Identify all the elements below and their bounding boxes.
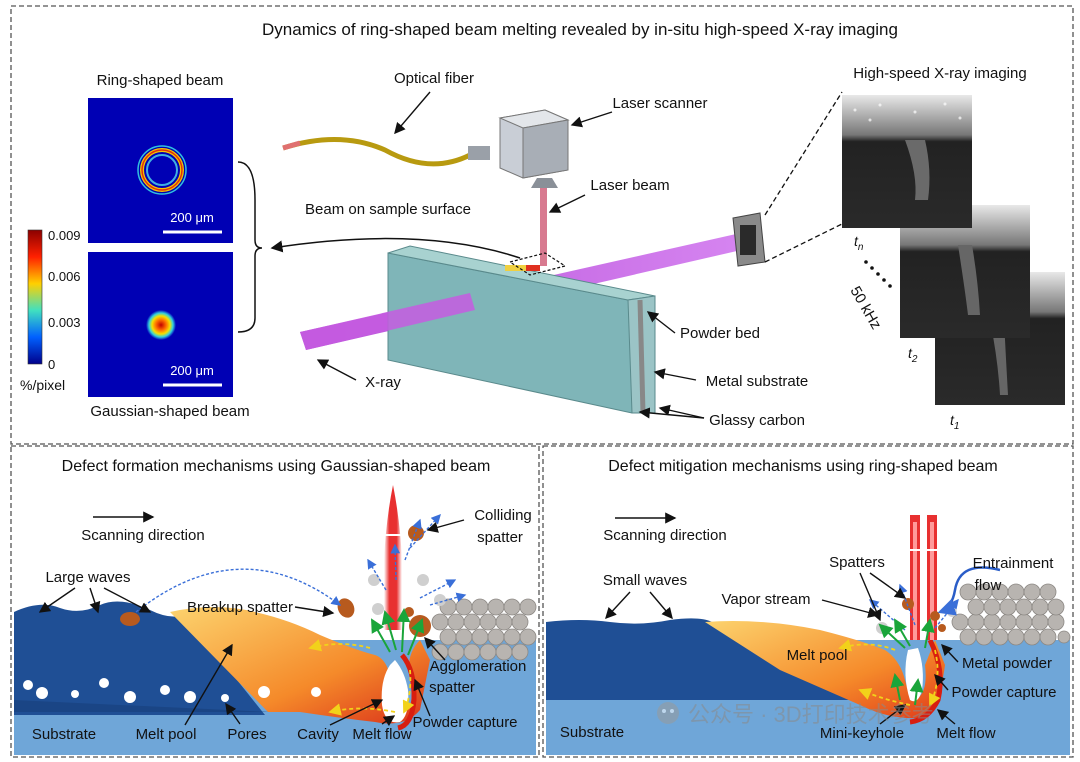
bottom-right-border (542, 445, 1074, 758)
frame-t1-label: t1 (950, 412, 959, 432)
laser-beam-label: Laser beam (590, 177, 669, 194)
bottom-right-panel: Defect mitigation mechanisms using ring-… (542, 445, 1074, 758)
metal-powder-label: Metal powder (962, 655, 1052, 672)
bottom-left-title: Defect formation mechanisms using Gaussi… (62, 458, 491, 475)
gauss-scale-bar-label: 200 μm (170, 363, 214, 378)
frame-dots (864, 260, 892, 288)
optical-fiber (282, 136, 472, 167)
beam-on-surface-label: Beam on sample surface (305, 201, 471, 218)
left-wave-deep (14, 700, 270, 712)
laser-beam (540, 188, 547, 266)
breakup-spatter-label: Breakup spatter (187, 599, 293, 616)
left-vapor-arrows (367, 513, 467, 606)
left-cavity (381, 660, 409, 723)
bottom-left-panel: Defect formation mechanisms using Gaussi… (10, 445, 540, 758)
xray-label: X-ray (365, 374, 401, 391)
frame-tn-label: tn (854, 233, 864, 253)
ring-beam-image (88, 98, 233, 243)
entrainment-label-2: flow (975, 577, 1002, 594)
glassy-carbon-label: Glassy carbon (709, 412, 805, 429)
colorbar-unit: %/pixel (20, 377, 65, 393)
colorbar-tick-0: 0.009 (48, 228, 81, 243)
left-laser-beam (384, 485, 402, 630)
laser-scanner-label: Laser scanner (612, 95, 707, 112)
bottom-left-border (10, 445, 540, 758)
right-melt-pool-label: Melt pool (787, 647, 848, 664)
small-waves-label: Small waves (603, 572, 687, 589)
watermark-text: 公众号 · 3D打印技术参考 (688, 702, 934, 727)
colorbar-tick-3: 0 (48, 357, 55, 372)
left-powder-capture-label: Powder capture (412, 714, 517, 731)
colorbar (27, 229, 43, 365)
frame-rate-label: 50 kHz (847, 284, 885, 333)
left-melt-flow-label: Melt flow (352, 726, 411, 743)
right-powder-bed (951, 583, 1071, 646)
gaussian-beam-label: Gaussian-shaped beam (90, 403, 249, 420)
colorbar-tick-1: 0.006 (48, 269, 81, 284)
frame-tn-speckle (853, 102, 962, 122)
pores-label: Pores (227, 726, 266, 743)
xray-imaging-label: High-speed X-ray imaging (853, 65, 1026, 82)
colliding-spatter-label-2: spatter (477, 529, 523, 546)
left-pores (23, 678, 321, 703)
right-substrate-label: Substrate (560, 724, 624, 741)
entrainment-flow-arrow (937, 566, 1001, 616)
entrainment-label-1: Entrainment (973, 555, 1055, 572)
agglomeration-label-2: spatter (429, 679, 475, 696)
optical-fiber-label: Optical fiber (394, 70, 474, 87)
agglomeration-label-1: Agglomeration (430, 658, 527, 675)
left-melt-pool-label: Melt pool (136, 726, 197, 743)
xray-frame-tn (842, 95, 972, 228)
left-melt-pool (170, 607, 430, 724)
cavity-label: Cavity (297, 726, 339, 743)
metal-substrate-label: Metal substrate (706, 373, 809, 390)
large-waves-label: Large waves (45, 569, 130, 586)
beam-surface-arrow (270, 237, 521, 259)
bottom-right-title: Defect mitigation mechanisms using ring-… (608, 458, 998, 475)
ring-scale-bar-label: 200 μm (170, 210, 214, 225)
colorbar-tick-2: 0.003 (48, 315, 81, 330)
right-melt-pool (705, 621, 945, 719)
left-scanning-direction: Scanning direction (81, 527, 204, 544)
left-green-arrows (371, 608, 425, 656)
mini-keyhole-label: Mini-keyhole (820, 725, 904, 742)
beam-bracket (237, 161, 263, 333)
left-substrate-label: Substrate (32, 726, 96, 743)
top-panel-title: Dynamics of ring-shaped beam melting rev… (262, 20, 898, 39)
spatters-label: Spatters (829, 554, 885, 571)
wechat-icon (657, 702, 679, 724)
ring-beam-label: Ring-shaped beam (97, 72, 224, 89)
right-green-arrows (878, 618, 935, 706)
frame-t2-label: t2 (908, 345, 918, 365)
left-wave-layer (14, 601, 265, 715)
powder-bed-label: Powder bed (680, 325, 760, 342)
right-laser-beam (906, 515, 941, 640)
left-powder-bed (431, 598, 537, 661)
right-melt-flow-label: Melt flow (936, 725, 995, 742)
right-wave-layer (546, 618, 865, 700)
gauss-beam-spot (146, 310, 176, 340)
vapor-stream-label: Vapor stream (722, 591, 811, 608)
right-scanning-direction: Scanning direction (603, 527, 726, 544)
top-panel: Dynamics of ring-shaped beam melting rev… (10, 5, 1074, 445)
right-powder-capture-label: Powder capture (951, 684, 1056, 701)
top-panel-border (10, 5, 1074, 445)
breakup-trajectory (135, 568, 342, 613)
left-melt-flow-arrows (308, 639, 415, 716)
watermark: 公众号 · 3D打印技术参考 (657, 702, 934, 727)
colliding-spatter-label-1: Colliding (474, 507, 532, 524)
